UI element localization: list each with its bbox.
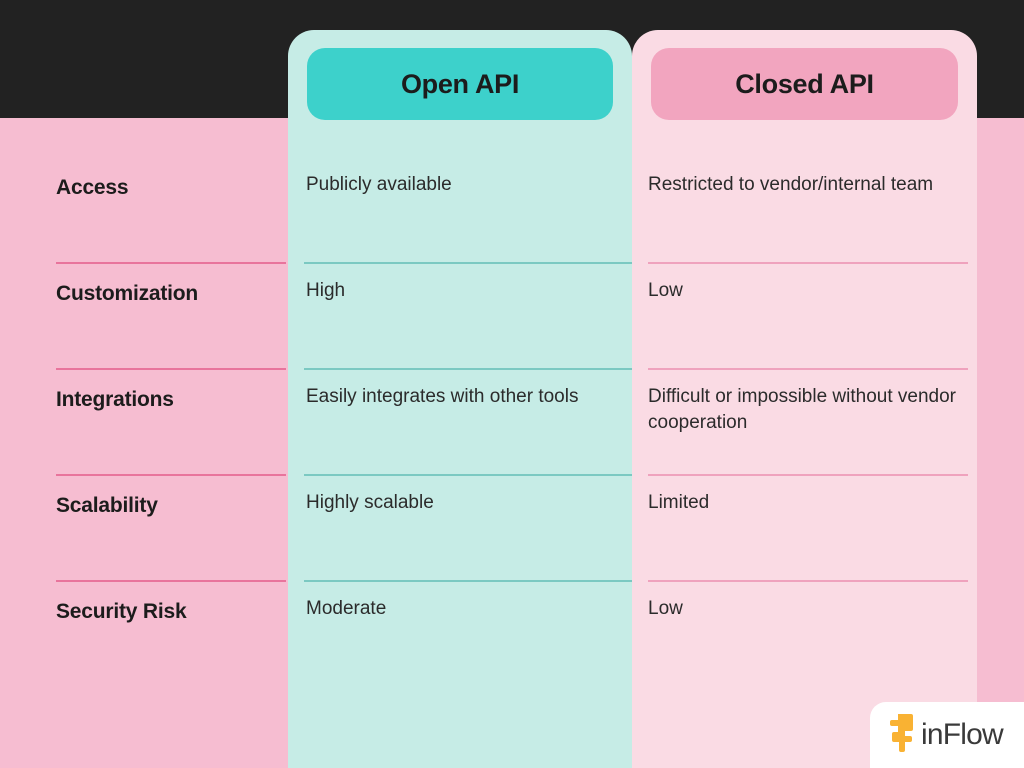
table-row: Scalability Highly scalable Limited <box>0 474 1024 580</box>
row-value-closed: Difficult or impossible without vendor c… <box>648 386 957 433</box>
row-divider-label-segment <box>56 368 286 370</box>
row-divider-closed-segment <box>648 474 968 476</box>
column-header-closed-api-label: Closed API <box>735 68 874 99</box>
row-divider-open-segment <box>304 368 632 370</box>
row-divider-closed-segment <box>648 262 968 264</box>
column-header-open-api: Open API <box>307 48 613 120</box>
row-label: Security Risk <box>56 600 187 623</box>
row-label: Customization <box>56 282 199 305</box>
row-value-open: High <box>306 280 346 301</box>
column-open-api: Open API <box>288 30 632 768</box>
table-row: Integrations Easily integrates with othe… <box>0 368 1024 474</box>
row-value-open: Highly scalable <box>306 492 434 513</box>
comparison-table: Access Publicly available Restricted to … <box>0 118 1024 768</box>
table-row: Access Publicly available Restricted to … <box>0 156 1024 262</box>
row-value-closed: Low <box>648 598 683 619</box>
column-header-closed-api: Closed API <box>651 48 958 120</box>
row-divider-open-segment <box>304 474 632 476</box>
row-label: Integrations <box>56 388 174 411</box>
row-divider-label-segment <box>56 262 286 264</box>
row-divider-closed-segment <box>648 368 968 370</box>
row-value-open: Publicly available <box>306 174 452 195</box>
row-label: Scalability <box>56 494 158 517</box>
row-value-closed: Limited <box>648 492 710 513</box>
row-divider-open-segment <box>304 580 632 582</box>
row-divider-closed-segment <box>648 580 968 582</box>
row-divider-label-segment <box>56 580 286 582</box>
inflow-logo: inFlow <box>870 702 1024 768</box>
row-value-open: Easily integrates with other tools <box>306 386 579 407</box>
table-row: Security Risk Moderate Low <box>0 580 1024 686</box>
row-value-closed: Low <box>648 280 683 301</box>
row-divider-label-segment <box>56 474 286 476</box>
row-divider-open-segment <box>304 262 632 264</box>
inflow-wordmark: inFlow <box>921 718 1004 751</box>
column-header-open-api-label: Open API <box>400 68 520 99</box>
row-value-closed: Restricted to vendor/internal team <box>648 174 934 195</box>
inflow-block-icon <box>886 711 920 757</box>
table-row: Customization High Low <box>0 262 1024 368</box>
row-value-open: Moderate <box>306 598 387 619</box>
row-label: Access <box>56 176 129 199</box>
column-closed-api: Closed API <box>632 30 977 768</box>
